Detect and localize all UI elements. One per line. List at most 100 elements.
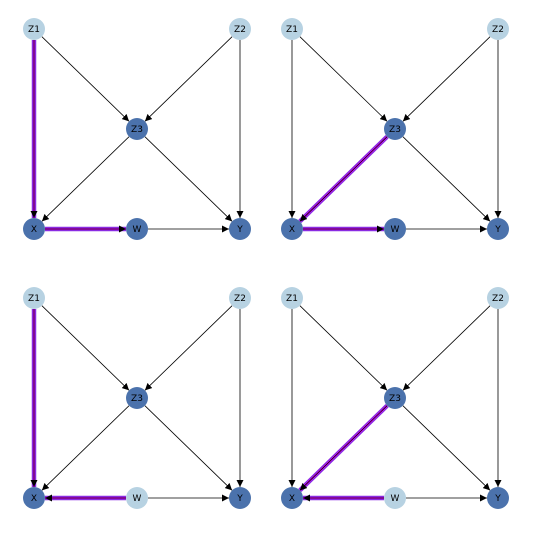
node-label: Z1 (28, 294, 40, 304)
node-circle (487, 218, 509, 240)
node-circle (281, 218, 303, 240)
node-label: Z3 (131, 125, 143, 135)
edge-arrow (41, 136, 130, 222)
node-circle (487, 287, 509, 309)
node-label: Z1 (28, 25, 40, 35)
node-z3: Z3 (126, 118, 148, 140)
node-x: X (281, 487, 303, 509)
node-circle (229, 218, 251, 240)
edge-z2-z3 (144, 36, 233, 122)
edge-arrow (402, 136, 491, 222)
node-circle (487, 487, 509, 509)
node-label: Z3 (389, 394, 401, 404)
node-x: X (23, 487, 45, 509)
node-circle (384, 487, 406, 509)
node-label: Z2 (492, 25, 504, 35)
edge-z2-z3 (144, 305, 233, 391)
node-z1: Z1 (23, 18, 45, 40)
edge-z2-z3 (402, 36, 491, 122)
edge-z3-x (41, 136, 130, 222)
node-circle (229, 487, 251, 509)
edge-arrow (402, 36, 491, 122)
node-z3: Z3 (384, 118, 406, 140)
node-label: Z2 (234, 25, 246, 35)
node-circle (487, 18, 509, 40)
node-z3: Z3 (126, 387, 148, 409)
edge-z3-y (144, 136, 233, 222)
node-circle (384, 218, 406, 240)
node-z2: Z2 (229, 18, 251, 40)
node-z2: Z2 (487, 18, 509, 40)
node-label: W (391, 225, 400, 235)
node-y: Y (487, 218, 509, 240)
edge-arrow (299, 305, 388, 391)
node-circle (229, 287, 251, 309)
node-label: X (289, 225, 295, 235)
edge-arrow (299, 405, 388, 491)
edge-arrow (402, 405, 491, 491)
node-circle (23, 287, 45, 309)
edge-arrow (144, 305, 233, 391)
node-label: Z2 (492, 294, 504, 304)
node-circle (23, 218, 45, 240)
node-w: W (126, 487, 148, 509)
node-circle (384, 387, 406, 409)
node-label: Y (494, 494, 501, 504)
node-y: Y (229, 487, 251, 509)
edge-arrow (299, 36, 388, 122)
node-circle (126, 218, 148, 240)
node-z2: Z2 (487, 287, 509, 309)
node-label: Z3 (131, 394, 143, 404)
node-z1: Z1 (281, 287, 303, 309)
node-label: Y (236, 494, 243, 504)
node-circle (126, 487, 148, 509)
node-circle (126, 387, 148, 409)
edge-arrow (41, 36, 130, 122)
edge-arrow (144, 136, 233, 222)
node-circle (281, 18, 303, 40)
node-label: Y (494, 225, 501, 235)
edge-arrow (41, 305, 130, 391)
edge-z3-x (298, 135, 389, 223)
node-label: X (31, 225, 37, 235)
node-label: Y (236, 225, 243, 235)
edge-z1-z3 (299, 305, 388, 391)
node-label: Z1 (286, 294, 298, 304)
node-label: Z1 (286, 25, 298, 35)
node-circle (23, 18, 45, 40)
node-label: Z2 (234, 294, 246, 304)
node-circle (281, 487, 303, 509)
node-label: W (391, 494, 400, 504)
edge-z1-z3 (41, 305, 130, 391)
edge-arrow (299, 136, 388, 222)
edge-z1-z3 (41, 36, 130, 122)
node-z1: Z1 (23, 287, 45, 309)
node-label: X (31, 494, 37, 504)
node-w: W (384, 487, 406, 509)
edge-z3-y (402, 405, 491, 491)
node-label: W (133, 494, 142, 504)
node-x: X (281, 218, 303, 240)
node-label: W (133, 225, 142, 235)
edge-z3-x (41, 405, 130, 491)
node-w: W (384, 218, 406, 240)
node-y: Y (229, 218, 251, 240)
node-label: Z3 (389, 125, 401, 135)
node-w: W (126, 218, 148, 240)
node-z1: Z1 (281, 18, 303, 40)
node-circle (281, 287, 303, 309)
node-circle (384, 118, 406, 140)
node-z3: Z3 (384, 387, 406, 409)
node-z2: Z2 (229, 287, 251, 309)
edge-z1-z3 (299, 36, 388, 122)
edge-arrow (41, 405, 130, 491)
edge-arrow (144, 36, 233, 122)
node-circle (126, 118, 148, 140)
edge-z3-y (144, 405, 233, 491)
edge-z3-y (402, 136, 491, 222)
edge-arrow (144, 405, 233, 491)
